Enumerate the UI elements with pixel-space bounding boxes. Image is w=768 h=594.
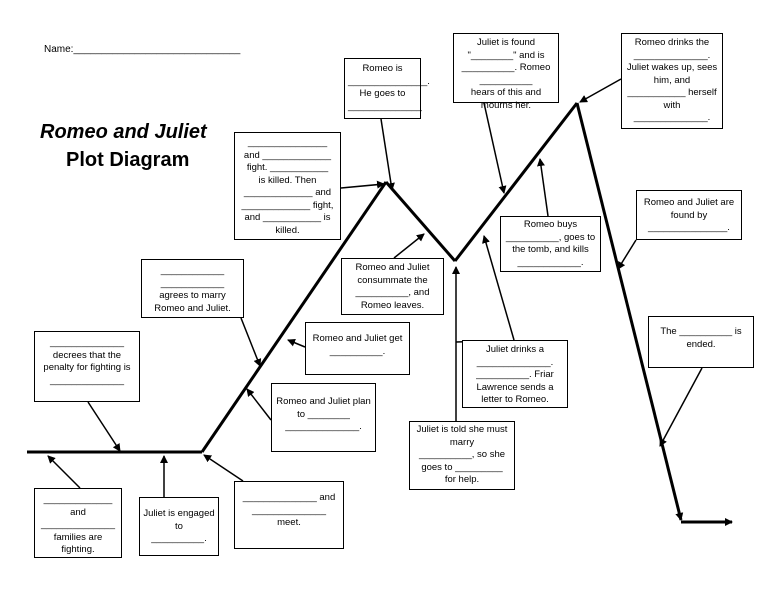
plot-box-families-fighting: _____________ and ______________ familie… — [34, 488, 122, 558]
plot-box-fight-killed: _______________ and _____________ fight.… — [234, 132, 341, 240]
plot-box-juliet-engaged: Juliet is engaged to __________. — [139, 497, 219, 556]
plot-line — [27, 102, 733, 526]
plot-box-get: Romeo and Juliet get __________. — [305, 322, 410, 375]
plot-box-agrees-to-marry: ____________ ____________ agrees to marr… — [141, 259, 244, 318]
plot-box-must-marry: Juliet is told she must marry __________… — [409, 421, 515, 490]
connector-arrows — [47, 78, 703, 497]
plot-box-ended: The __________ is ended. — [648, 316, 754, 368]
name-field-label: Name:______________________________ — [44, 44, 241, 55]
diagram-title: Romeo and Juliet — [40, 121, 207, 143]
plot-box-prince-decree: ______________ decrees that the penalty … — [34, 331, 140, 402]
plot-box-found-by: Romeo and Juliet are found by __________… — [636, 190, 742, 240]
plot-box-meet: ______________ and ______________ meet. — [234, 481, 344, 549]
plot-box-consummate: Romeo and Juliet consummate the ________… — [341, 258, 444, 315]
plot-box-romeo-banished: Romeo is _______________. He goes to ___… — [344, 58, 430, 119]
plot-box-plan: Romeo and Juliet plan to ________ ______… — [271, 383, 376, 452]
plot-box-romeo-drinks: Romeo drinks the ______________. Juliet … — [621, 33, 723, 129]
plot-box-juliet-found: Juliet is found "________" and is ______… — [453, 33, 559, 111]
diagram-subtitle: Plot Diagram — [66, 149, 190, 171]
plot-box-juliet-drinks: Juliet drinks a ______________. ________… — [462, 340, 568, 408]
plot-box-romeo-buys: Romeo buys __________, goes to the tomb,… — [500, 216, 601, 272]
